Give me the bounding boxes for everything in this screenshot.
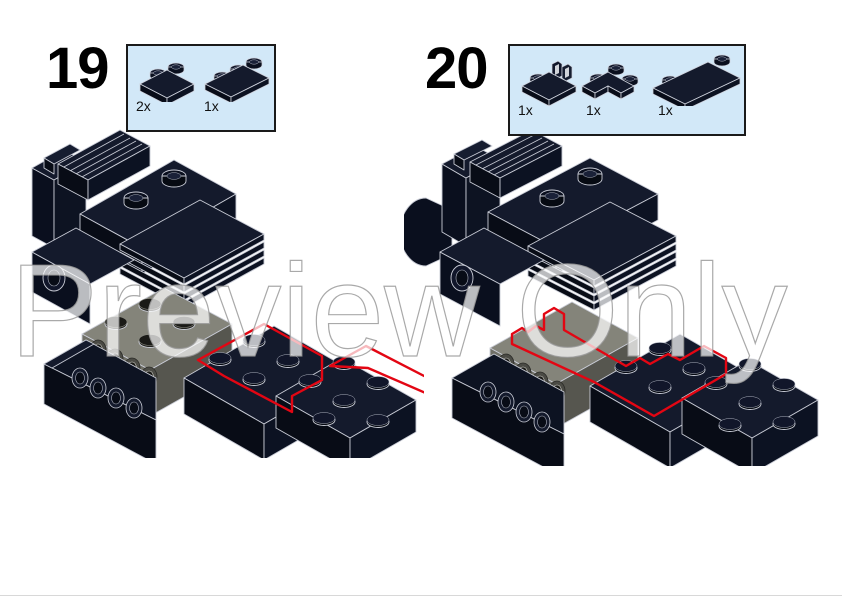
step-number-19: 19 bbox=[46, 36, 110, 101]
plate-2x2-corner-icon bbox=[581, 63, 639, 100]
callout-part-plate-2x2-corner bbox=[578, 60, 648, 113]
model-step-19 bbox=[24, 128, 430, 471]
plate-1x2-icon bbox=[139, 62, 195, 106]
parts-callout-step-20: 1x bbox=[508, 44, 746, 136]
step-number-20: 20 bbox=[425, 36, 489, 101]
plate-1x2-with-clip-icon bbox=[521, 60, 577, 107]
callout-qty-plate-1x2-with-clip: 1x bbox=[518, 102, 533, 118]
new-part-highlight-20 bbox=[510, 306, 728, 418]
callout-part-plate-1x2-with-clip bbox=[518, 58, 582, 111]
callout-qty-plate-1x3: 1x bbox=[204, 98, 219, 114]
callout-qty-plate-1x4: 1x bbox=[658, 102, 673, 118]
model-step-20 bbox=[399, 129, 824, 479]
callout-part-plate-1x3 bbox=[202, 56, 272, 107]
callout-qty-plate-2x2-corner: 1x bbox=[586, 102, 601, 118]
parts-callout-step-19: 2x 1x bbox=[126, 44, 276, 132]
plate-1x4-icon bbox=[652, 54, 741, 111]
lego-assembly-19 bbox=[31, 129, 430, 471]
new-part-highlight-19a bbox=[196, 322, 324, 414]
plate-1x3-icon bbox=[204, 57, 270, 104]
callout-part-plate-1x2 bbox=[136, 62, 198, 107]
callout-qty-plate-1x2: 2x bbox=[136, 98, 151, 114]
callout-part-plate-1x4 bbox=[650, 52, 744, 111]
lego-assembly-20 bbox=[399, 129, 819, 479]
